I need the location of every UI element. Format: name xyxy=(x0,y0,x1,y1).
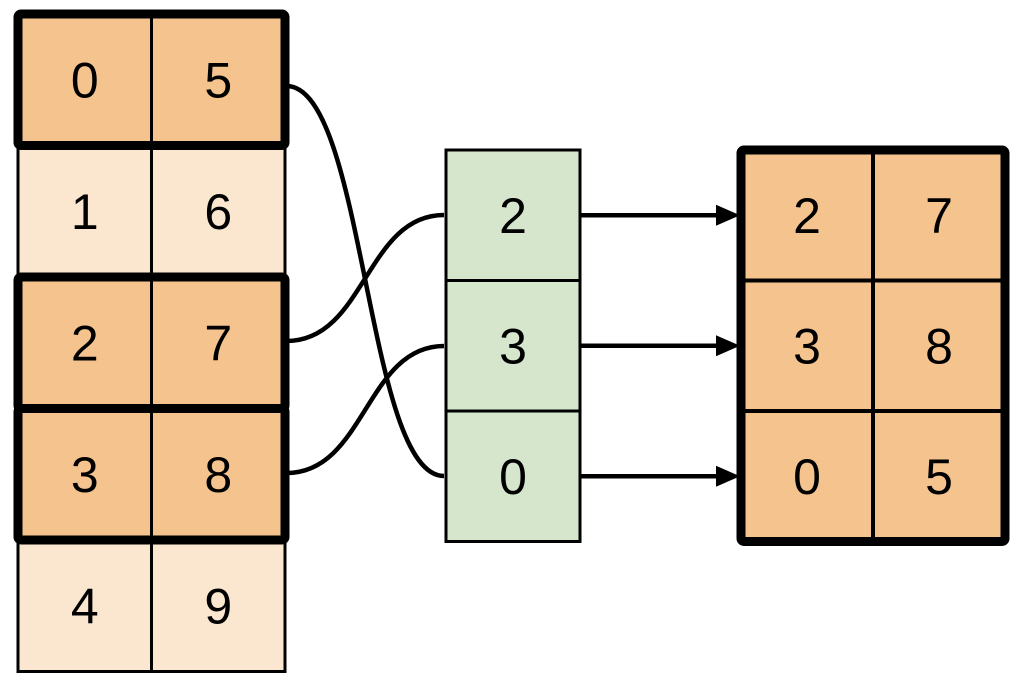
index-cell-value-2: 0 xyxy=(499,449,527,505)
result-cell-r2c0 xyxy=(739,409,875,544)
result-cell-value-r2c1: 5 xyxy=(925,449,953,505)
source-cell-r1c1 xyxy=(150,144,287,279)
source-cell-value-r1c0: 1 xyxy=(71,184,99,240)
source-array: 0 5 1 6 2 7 3 8 4 9 xyxy=(13,9,290,673)
source-cell-value-r1c1: 6 xyxy=(204,184,232,240)
connector-curves xyxy=(286,83,445,479)
result-table-border xyxy=(736,145,1010,546)
curve-source-row3-to-index-cell1 xyxy=(286,343,445,476)
curve-source-row2-to-index-cell0 xyxy=(286,212,445,344)
source-cell-value-r4c1: 9 xyxy=(204,578,232,634)
index-cell-value-1: 3 xyxy=(499,318,527,374)
result-cell-r1c1 xyxy=(871,278,1007,413)
arrow-head-icon-0 xyxy=(716,204,740,226)
result-cell-value-r0c0: 2 xyxy=(793,188,821,244)
result-cell-value-r1c1: 8 xyxy=(925,318,953,374)
index-cell-2 xyxy=(444,409,582,543)
arrow-head-icon-2 xyxy=(716,465,740,487)
source-cell-value-r4c0: 4 xyxy=(71,578,99,634)
source-cell-value-r3c0: 3 xyxy=(71,447,99,503)
result-cell-value-r0c1: 7 xyxy=(925,188,953,244)
source-cell-value-r0c0: 0 xyxy=(71,52,99,108)
source-cell-r0c0 xyxy=(16,12,153,147)
source-cell-r4c0 xyxy=(16,538,153,673)
result-cell-value-r1c0: 3 xyxy=(793,318,821,374)
arrow-head-icon-1 xyxy=(716,335,740,357)
source-cell-value-r2c1: 7 xyxy=(204,315,232,371)
source-cell-r2c1 xyxy=(150,275,287,410)
source-cell-r3c1 xyxy=(150,407,287,542)
source-cell-value-r0c1: 5 xyxy=(204,52,232,108)
index-cell-value-0: 2 xyxy=(499,188,527,244)
source-cell-value-r3c1: 8 xyxy=(204,447,232,503)
source-cell-value-r2c0: 2 xyxy=(71,315,99,371)
source-row-highlight-0 xyxy=(13,9,290,150)
result-cell-r2c1 xyxy=(871,409,1007,544)
index-cell-0 xyxy=(444,148,582,282)
result-array: 2 7 3 8 0 5 xyxy=(736,145,1010,546)
source-cell-r0c1 xyxy=(150,12,287,147)
result-cell-value-r2c0: 0 xyxy=(793,449,821,505)
source-cell-r4c1 xyxy=(150,538,287,673)
index-array: 2 3 0 xyxy=(444,148,582,543)
source-row-highlight-3 xyxy=(13,404,290,545)
result-arrows xyxy=(580,204,740,487)
